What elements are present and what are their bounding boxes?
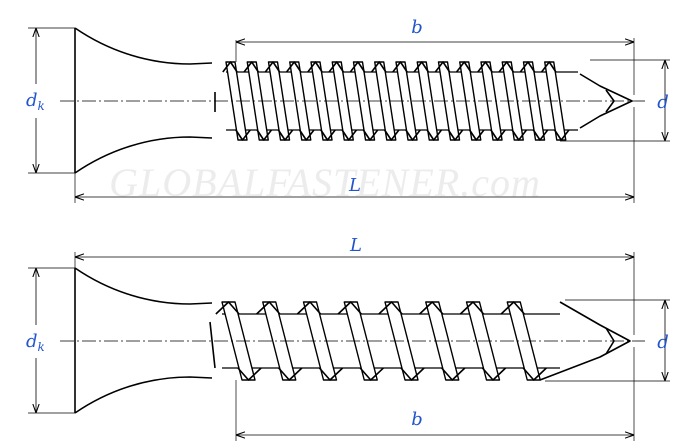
top-thread-flight (267, 61, 291, 141)
bottom-thread-crest-upper (419, 301, 444, 315)
top-thread-crest-upper (307, 61, 323, 73)
bottom-thread-crest-upper (459, 301, 485, 315)
top-thread-crest-lower (447, 129, 464, 141)
bottom-thread-crest-lower (441, 367, 466, 381)
top-thread-crest-lower (490, 129, 506, 141)
bottom-bugle-head (74, 267, 213, 414)
top-thread-flight (395, 61, 418, 141)
top-thread-crest-lower (362, 129, 379, 141)
top-screw: b d dk L (26, 17, 670, 203)
top-label-d: d (657, 92, 669, 113)
top-thread-crest-upper (285, 61, 302, 73)
bottom-label-dk: dk (26, 331, 45, 354)
top-label-dk: dk (26, 90, 45, 113)
watermark-text: GLOBALFASTENER.com (109, 160, 541, 205)
top-thread-crest-upper (540, 61, 557, 73)
top-thread-crest-lower (341, 129, 358, 141)
bottom-thread-crest-lower (481, 367, 507, 381)
top-label-L: L (348, 175, 361, 196)
bottom-thread-crest-upper (215, 301, 240, 315)
bottom-thread-flight (343, 301, 378, 381)
bottom-shank-start (209, 321, 216, 369)
top-thread-flight (310, 61, 333, 141)
bottom-thread-crest-upper (337, 301, 362, 315)
top-thread-crest-lower (511, 129, 528, 141)
top-thread-crest-upper (243, 61, 260, 73)
top-thread-crest-lower (553, 129, 570, 141)
bottom-thread-crest-lower (522, 367, 547, 381)
top-thread-crest-lower (256, 129, 273, 141)
top-thread-crest-upper (349, 61, 366, 73)
bottom-thread-crest-upper (296, 301, 322, 315)
top-thread-crest-upper (392, 61, 408, 73)
top-thread-crest-upper (519, 61, 536, 73)
bottom-label-L: L (349, 235, 362, 256)
top-thread-crest-upper (413, 61, 430, 73)
top-thread-crest-lower (320, 129, 336, 141)
bottom-thread-crest-upper (256, 301, 281, 315)
top-thread-flight (416, 61, 439, 141)
top-thread-crest-lower (277, 129, 294, 141)
bottom-thread-crest-lower (278, 367, 303, 381)
bottom-thread-crest-upper (378, 301, 403, 315)
top-thread-crest-upper (370, 61, 387, 73)
top-thread-flight (437, 61, 461, 141)
top-thread-crest-lower (468, 129, 485, 141)
top-thread-flight (246, 61, 269, 141)
top-thread-crest-upper (434, 61, 451, 73)
bottom-thread-crest-upper (500, 301, 525, 315)
top-thread-crest-lower (298, 129, 315, 141)
bottom-label-d: d (657, 332, 669, 353)
top-thread-crest-lower (532, 129, 549, 141)
top-thread-crest-lower (405, 129, 421, 141)
top-thread-crest-lower (235, 129, 251, 141)
top-thread-crest-upper (455, 61, 472, 73)
bottom-tip (539, 301, 631, 381)
top-thread-crest-upper (222, 61, 238, 73)
top-thread-crest-upper (264, 61, 281, 73)
top-thread-crest-upper (477, 61, 493, 73)
top-bugle-head (74, 27, 213, 174)
top-thread-crest-lower (426, 129, 443, 141)
bottom-thread-crest-lower (318, 367, 344, 381)
bottom-label-b: b (411, 409, 423, 430)
bottom-thread-crest-lower (359, 367, 384, 381)
top-thread-flight (289, 61, 312, 141)
top-label-b: b (411, 17, 423, 38)
top-thread-crest-upper (498, 61, 515, 73)
top-thread-flight (459, 61, 482, 141)
bottom-thread-flight (262, 301, 297, 381)
bottom-screw: L d dk b (26, 235, 670, 441)
bottom-thread-crest-lower (400, 367, 425, 381)
top-thread-crest-lower (383, 129, 400, 141)
bottom-thread-crest-lower (237, 367, 262, 381)
top-thread-crest-upper (328, 61, 345, 73)
